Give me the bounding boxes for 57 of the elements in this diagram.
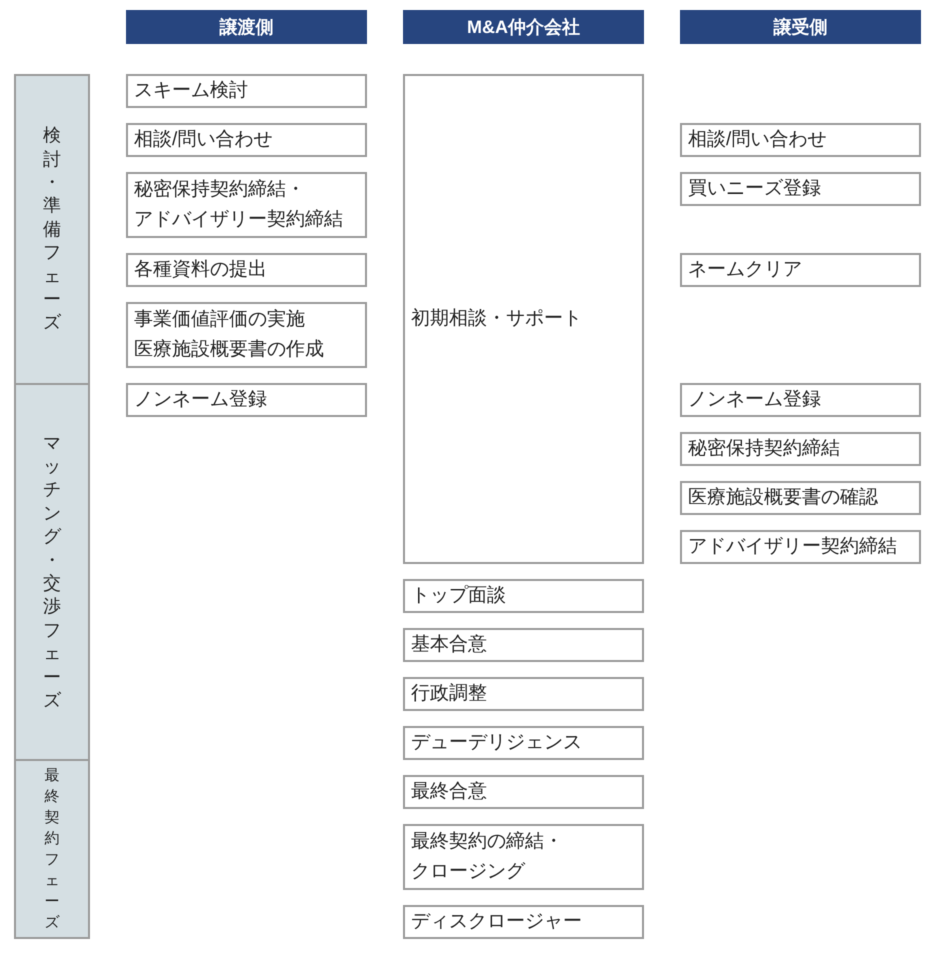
step-label: 最終合意: [411, 780, 487, 804]
step-box: [126, 253, 367, 287]
step-label: 最終契約の締結・: [411, 830, 563, 854]
step-label: クロージング: [411, 860, 525, 884]
step-box: [680, 253, 921, 287]
step-box: [680, 481, 921, 515]
column-title: M&A仲介会社: [467, 16, 580, 39]
step-label: 秘密保持契約締結・: [134, 178, 305, 202]
step-box: [126, 383, 367, 417]
step-label: ノンネーム登録: [688, 388, 821, 412]
column-header: [680, 10, 921, 44]
column-header: [403, 10, 644, 44]
step-box: [403, 677, 644, 711]
step-box: [403, 628, 644, 662]
column-title: 譲受側: [774, 16, 828, 39]
step-label: 秘密保持契約締結: [688, 437, 840, 461]
step-box: [126, 172, 367, 238]
step-label: アドバイザリー契約締結: [688, 535, 897, 559]
step-box: [680, 172, 921, 206]
phase-band: [14, 759, 90, 939]
step-label: 各種資料の提出: [134, 258, 267, 282]
phase-label: 最終契約フェーズ: [44, 766, 60, 933]
step-label: ディスクロージャー: [411, 910, 582, 934]
step-label: 医療施設概要書の確認: [688, 486, 878, 510]
step-label: 相談/問い合わせ: [134, 128, 272, 152]
step-box: [680, 432, 921, 466]
step-label: 初期相談・サポート: [411, 307, 582, 331]
step-box: [126, 302, 367, 368]
step-box: [680, 530, 921, 564]
phase-label: マッチング・交渉フェーズ: [43, 432, 61, 712]
step-label: 医療施設概要書の作成: [134, 338, 324, 362]
step-box: [680, 383, 921, 417]
phase-label: 検討・準備フェーズ: [43, 124, 61, 334]
step-label: 行政調整: [411, 682, 487, 706]
step-label: スキーム検討: [134, 79, 248, 103]
step-label: ノンネーム登録: [134, 388, 267, 412]
step-label: 買いニーズ登録: [688, 177, 821, 201]
step-label: トップ面談: [411, 584, 506, 608]
step-box: [403, 74, 644, 564]
column-header: [126, 10, 367, 44]
step-box: [403, 824, 644, 890]
step-label: アドバイザリー契約締結: [134, 208, 343, 232]
step-box: [403, 579, 644, 613]
step-label: デューデリジェンス: [411, 731, 582, 755]
step-box: [126, 123, 367, 157]
step-label: 事業価値評価の実施: [134, 308, 305, 332]
phase-band: [14, 383, 90, 761]
step-label: 相談/問い合わせ: [688, 128, 826, 152]
phase-band: [14, 74, 90, 385]
step-box: [403, 726, 644, 760]
step-label: 基本合意: [411, 633, 487, 657]
column-title: 譲渡側: [220, 16, 274, 39]
step-box: [680, 123, 921, 157]
step-label: ネームクリア: [688, 258, 802, 282]
step-box: [403, 775, 644, 809]
step-box: [126, 74, 367, 108]
step-box: [403, 905, 644, 939]
